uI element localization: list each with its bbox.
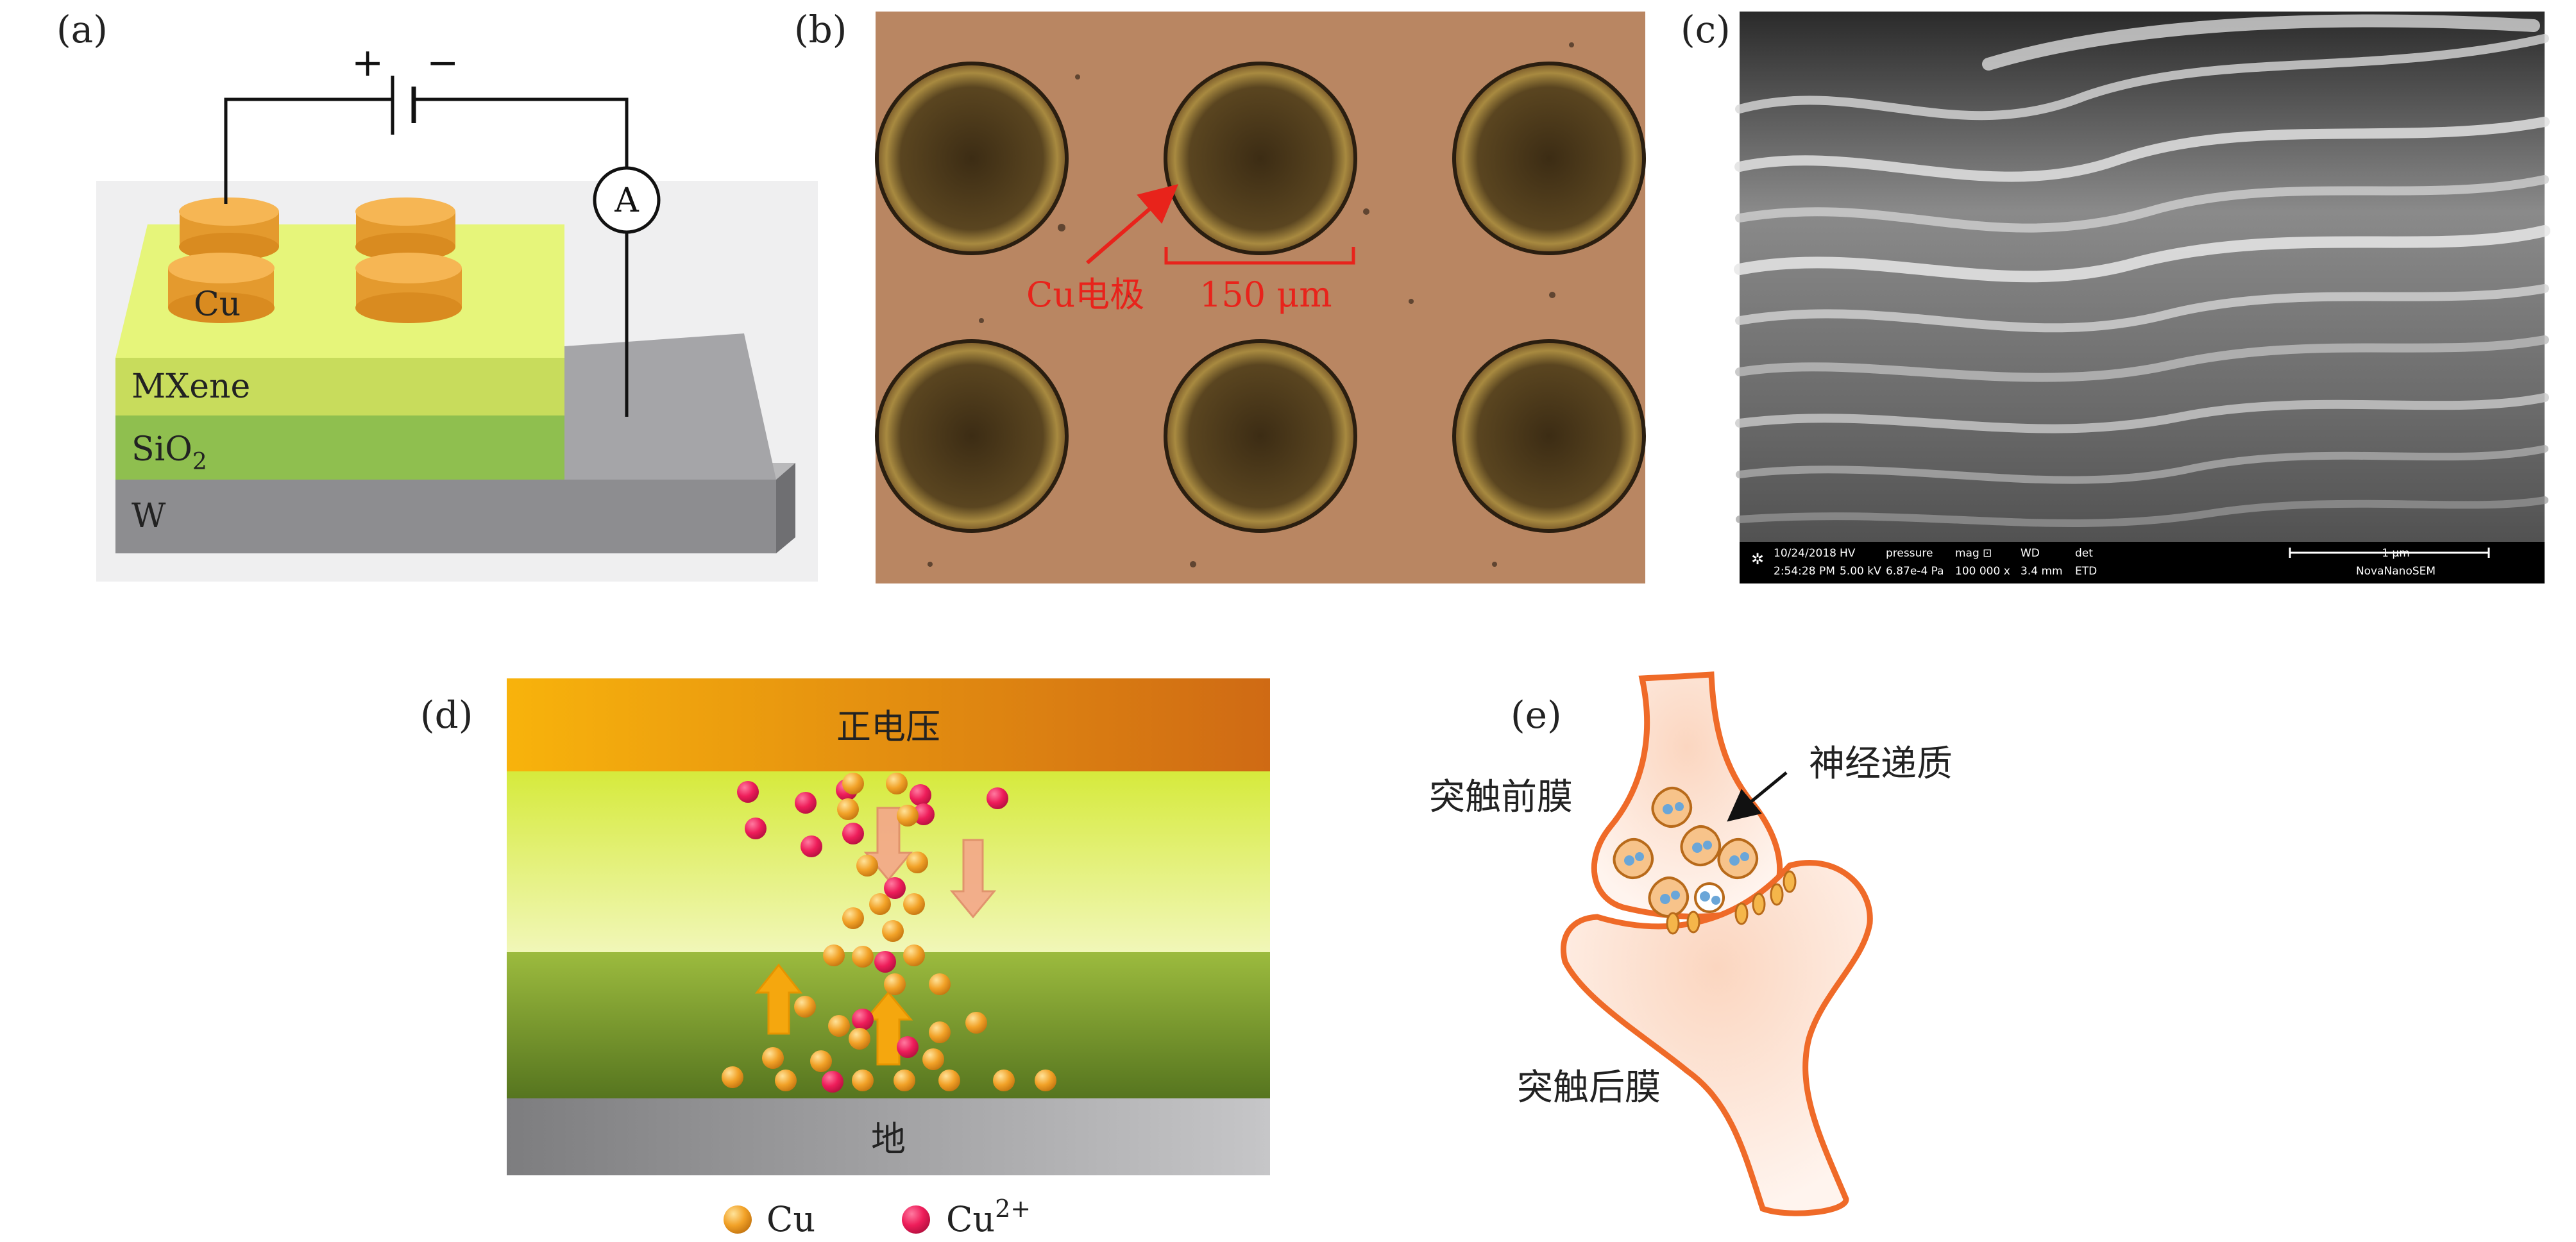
up-arrow-2 bbox=[863, 991, 913, 1066]
sem-logo-icon: ✲ bbox=[1751, 550, 1764, 568]
sem-mag-label: mag ⊡ bbox=[1955, 547, 1992, 560]
legend-cu-label: Cu bbox=[767, 1199, 815, 1239]
sem-instrument: NovaNanoSEM bbox=[2356, 565, 2436, 578]
neurotransmitter-label: 神经递质 bbox=[1809, 743, 1953, 785]
panel-c: (c) ✲ 10/24/2018 2:54:28 PM HV 5.00 kV p… bbox=[1681, 8, 2550, 583]
down-arrow-2 bbox=[949, 839, 997, 919]
sem-wd-label: WD bbox=[2021, 547, 2040, 560]
cu-electrode-2 bbox=[355, 197, 455, 261]
postsynaptic-dendrite bbox=[1560, 860, 1873, 1216]
sio2-layer bbox=[115, 415, 564, 480]
panel-c-label: (c) bbox=[1681, 8, 1731, 51]
sio2-label: SiO2 bbox=[131, 430, 207, 475]
positive-voltage-label: 正电压 bbox=[836, 707, 940, 747]
legend: Cu Cu2+ bbox=[724, 1195, 1031, 1239]
circuit bbox=[224, 76, 661, 417]
sem-det: ETD bbox=[2075, 565, 2097, 578]
w-label: W bbox=[131, 497, 166, 535]
panel-a: (a) bbox=[56, 8, 818, 582]
sem-wd: 3.4 mm bbox=[2021, 565, 2063, 578]
electrode-bottom-right bbox=[1452, 339, 1646, 533]
electrode-bottom-left bbox=[875, 339, 1069, 533]
up-arrow-1 bbox=[754, 963, 803, 1035]
sem-date: 10/24/2018 bbox=[1774, 547, 1836, 560]
sem-pressure: 6.87e-4 Pa bbox=[1886, 565, 1944, 578]
ammeter-label: A bbox=[614, 181, 640, 220]
panel-b-label: (b) bbox=[794, 8, 847, 51]
legend-cu-ion-label: Cu2+ bbox=[946, 1195, 1031, 1239]
electrode-label: Cu电极 bbox=[1026, 274, 1144, 315]
battery-minus-label: − bbox=[427, 40, 459, 85]
sem-det-label: det bbox=[2075, 547, 2093, 560]
positive-voltage-layer bbox=[507, 678, 1270, 771]
vesicles bbox=[1613, 787, 1758, 918]
scale-bar bbox=[1164, 247, 1355, 265]
ground-label: 地 bbox=[871, 1119, 906, 1159]
panel-e-label: (e) bbox=[1511, 693, 1562, 737]
panel-b: (b) Cu电极 150 μm bbox=[794, 8, 1646, 583]
panel-e: (e) 神经递质 突触前膜 突触后膜 bbox=[1429, 671, 1953, 1216]
battery-plus-label: + bbox=[352, 40, 384, 85]
neurotransmitter-arrow bbox=[1727, 771, 1788, 822]
legend-cu-marker bbox=[724, 1205, 752, 1234]
panel-d-label: (d) bbox=[420, 693, 473, 737]
ground-layer bbox=[507, 1098, 1270, 1175]
legend-cu-ion-marker bbox=[902, 1205, 930, 1234]
cu-electrode-4 bbox=[355, 253, 462, 323]
postsynaptic-label: 突触后膜 bbox=[1517, 1067, 1661, 1109]
cu-electrode-3 bbox=[168, 253, 275, 323]
electrodes bbox=[875, 62, 1646, 533]
cu-atom-particles bbox=[722, 773, 1056, 1091]
panel-a-label: (a) bbox=[56, 8, 108, 51]
sem-hv: 5.00 kV bbox=[1840, 565, 1881, 578]
electrode-top-right bbox=[1452, 62, 1646, 255]
scale-bar-label: 150 μm bbox=[1199, 274, 1332, 315]
electrode-top-middle bbox=[1164, 62, 1357, 255]
sem-scale-bar bbox=[2289, 548, 2490, 558]
sem-hv-label: HV bbox=[1840, 547, 1856, 560]
sem-flakes bbox=[1734, 14, 2550, 527]
mxene-layer bbox=[115, 358, 564, 415]
cu-label: Cu bbox=[194, 285, 241, 324]
cu-electrodes bbox=[168, 197, 462, 323]
sem-time: 2:54:28 PM bbox=[1774, 565, 1835, 578]
sem-pressure-label: pressure bbox=[1886, 547, 1933, 560]
sem-info-bar bbox=[1740, 542, 2545, 583]
electrode-pointer-arrow bbox=[1086, 184, 1179, 265]
presynaptic-label: 突触前膜 bbox=[1429, 776, 1573, 818]
cu-electrode-1 bbox=[179, 197, 279, 261]
receptors bbox=[1666, 870, 1797, 935]
mxene-label: MXene bbox=[131, 367, 250, 406]
panel-d: (d) 正电压 地 bbox=[420, 678, 1270, 1239]
sem-mag: 100 000 x bbox=[1955, 565, 2010, 578]
w-exposed-area bbox=[564, 333, 776, 480]
electrode-top-left bbox=[875, 62, 1069, 255]
electrode-bottom-middle bbox=[1164, 339, 1357, 533]
